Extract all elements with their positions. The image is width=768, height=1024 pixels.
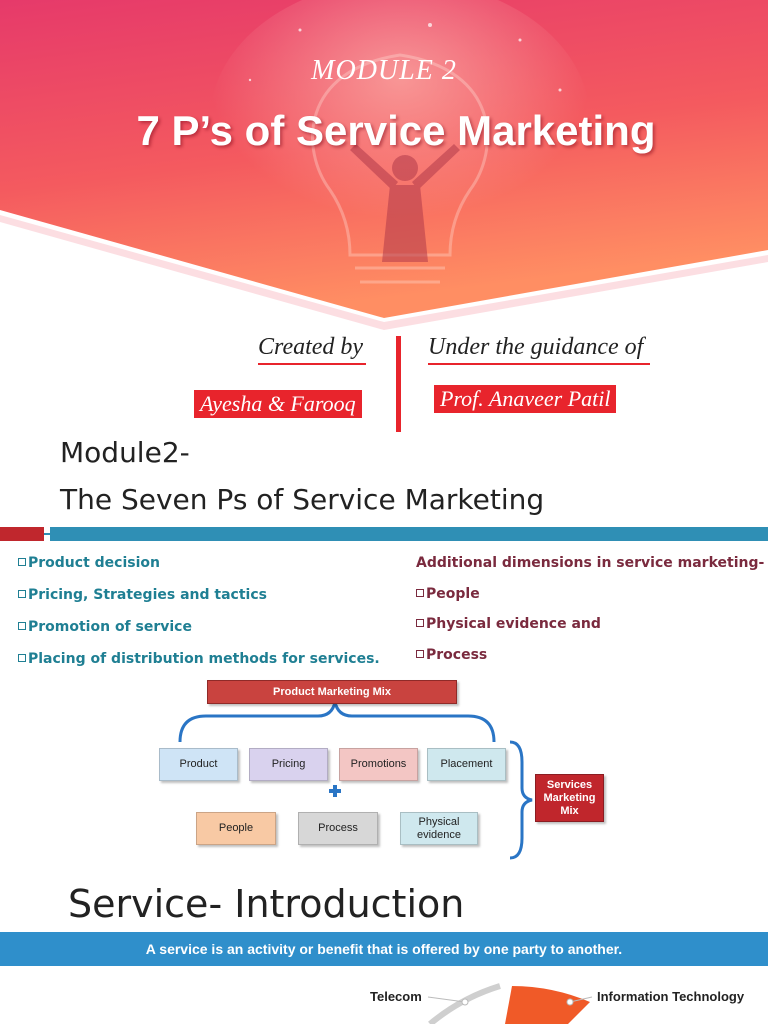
four-ps-list: Product decision Pricing, Strategies and… bbox=[18, 555, 380, 683]
checkbox-bullet-icon bbox=[18, 558, 26, 566]
additional-ps-list: Additional dimensions in service marketi… bbox=[416, 555, 764, 677]
person-silhouette bbox=[350, 144, 460, 262]
seven-ps-slide: Module2- The Seven Ps of Service Marketi… bbox=[0, 432, 768, 868]
list-item: Physical evidence and bbox=[416, 616, 764, 647]
definition-banner: A service is an activity or benefit that… bbox=[0, 932, 768, 966]
guidance-label: Under the guidance of bbox=[428, 334, 644, 360]
checkbox-bullet-icon bbox=[18, 654, 26, 662]
light-bulb-icon bbox=[311, 53, 489, 284]
product-marketing-mix-box: Product Marketing Mix bbox=[207, 680, 457, 704]
top-brace-icon bbox=[178, 701, 496, 743]
guide-name: Prof. Anaveer Patil bbox=[434, 385, 617, 413]
checkbox-bullet-icon bbox=[18, 590, 26, 598]
guidance-underline bbox=[428, 363, 650, 365]
right-brace-icon bbox=[509, 740, 533, 860]
list-item: People bbox=[416, 586, 764, 617]
pricing-box: Pricing bbox=[249, 748, 328, 781]
slide2-heading-line2: The Seven Ps of Service Marketing bbox=[60, 483, 545, 516]
telecom-label: Telecom bbox=[370, 989, 422, 1004]
list-item: Promotion of service bbox=[18, 619, 380, 651]
process-box: Process bbox=[298, 812, 378, 845]
service-intro-slide: Service- Introduction A service is an ac… bbox=[0, 868, 768, 1024]
services-marketing-mix-box: Services Marketing Mix bbox=[535, 774, 604, 822]
created-by-underline bbox=[258, 363, 366, 365]
created-by-label: Created by bbox=[258, 334, 364, 360]
list-item: Product decision bbox=[18, 555, 380, 587]
sparkle-icon bbox=[248, 23, 562, 92]
list-item: Process bbox=[416, 647, 764, 678]
list-item: Placing of distribution methods for serv… bbox=[18, 651, 380, 683]
checkbox-bullet-icon bbox=[416, 588, 424, 597]
service-intro-heading: Service- Introduction bbox=[68, 882, 465, 926]
module-label: MODULE 2 bbox=[311, 55, 457, 86]
physical-evidence-box: Physical evidence bbox=[400, 812, 478, 845]
checkbox-bullet-icon bbox=[18, 622, 26, 630]
chart-wedge bbox=[505, 986, 590, 1024]
promotions-box: Promotions bbox=[339, 748, 418, 781]
information-technology-label: Information Technology bbox=[597, 989, 745, 1004]
list-item: Pricing, Strategies and tactics bbox=[18, 587, 380, 619]
plus-icon bbox=[329, 785, 341, 797]
checkbox-bullet-icon bbox=[416, 619, 424, 627]
marketing-mix-diagram bbox=[178, 701, 533, 860]
divider-bar-blue bbox=[50, 527, 768, 541]
title-banner bbox=[0, 0, 768, 330]
additional-ps-heading: Additional dimensions in service marketi… bbox=[416, 555, 765, 571]
authors-label: Ayesha & Farooq bbox=[194, 390, 362, 418]
checkbox-bullet-icon bbox=[416, 649, 424, 658]
slide2-heading-line1: Module2- bbox=[60, 436, 190, 469]
vertical-divider bbox=[396, 336, 401, 432]
sector-chart-partial bbox=[427, 983, 593, 1024]
people-box: People bbox=[196, 812, 276, 845]
product-box: Product bbox=[159, 748, 238, 781]
placement-box: Placement bbox=[427, 748, 506, 781]
divider-bar-red bbox=[0, 527, 44, 541]
slide-title: 7 P’s of Service Marketing bbox=[136, 107, 656, 154]
title-slide: MODULE 2 7 P’s of Service Marketing Crea… bbox=[0, 0, 768, 432]
